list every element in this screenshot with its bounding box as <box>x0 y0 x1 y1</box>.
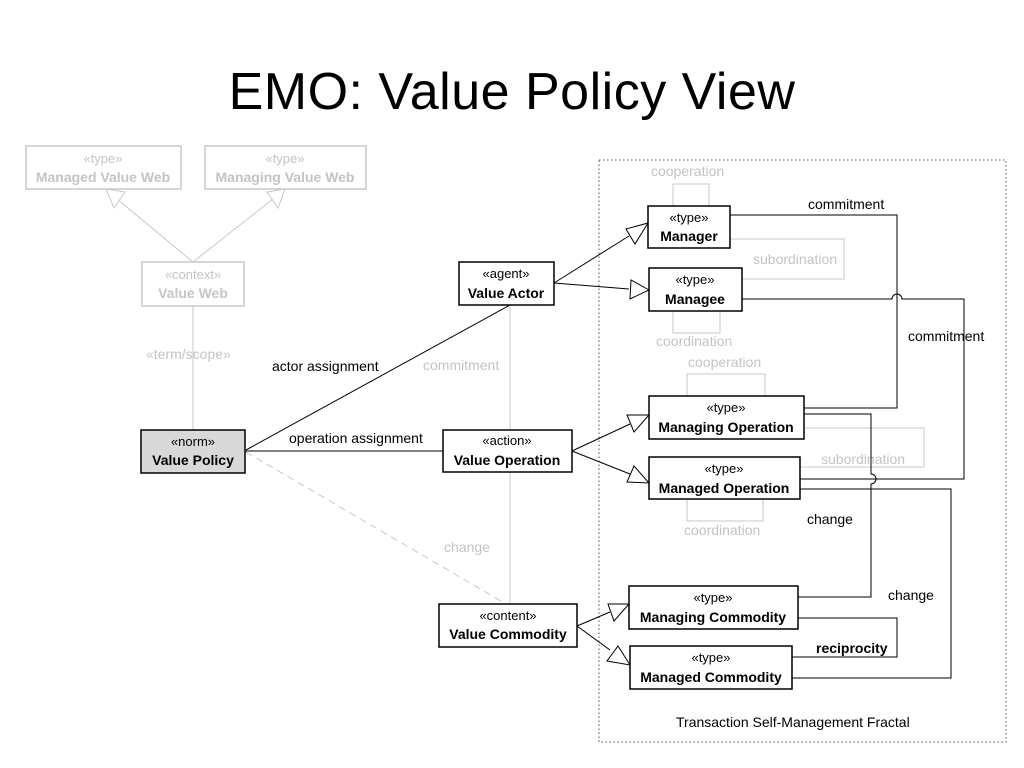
manager-stereotype: «type» <box>669 210 708 225</box>
managing-operation-box <box>648 395 805 440</box>
change-center-label: change <box>444 539 490 555</box>
value-web-name: Value Web <box>158 285 228 301</box>
value-operation-box <box>442 429 573 473</box>
generalization-line <box>576 625 611 651</box>
commitment-right-label: commitment <box>908 328 984 344</box>
generalization-line <box>553 282 630 290</box>
value-operation-stereotype: «action» <box>482 433 531 448</box>
managed-commodity-box <box>629 645 793 690</box>
managing-value-web-box <box>204 145 367 190</box>
managed-value-web-box <box>25 145 182 190</box>
generalization-line <box>571 423 631 452</box>
value-actor-name: Value Actor <box>468 285 545 301</box>
generalization-line <box>553 235 630 284</box>
value-commodity-name: Value Commodity <box>449 626 567 642</box>
manager-name: Manager <box>660 228 718 244</box>
commitment-center-label: commitment <box>423 357 499 373</box>
managed-value-web-stereotype: «type» <box>83 151 122 166</box>
managing-value-web-name: Managing Value Web <box>216 169 355 185</box>
managed-value-web-name: Managed Value Web <box>36 169 170 185</box>
fractal-label: Transaction Self-Management Fractal <box>676 714 910 730</box>
faded-loops <box>672 183 925 522</box>
managing-commodity-name: Managing Commodity <box>640 609 786 625</box>
change-managed-line <box>792 488 952 679</box>
managing-commodity-box <box>628 585 799 630</box>
fractal-frame <box>598 159 1007 743</box>
generalization-arrowhead <box>629 279 651 300</box>
generalization-arrowhead <box>105 188 126 210</box>
cooperation-top-label: cooperation <box>651 163 724 179</box>
coordination-top-label: coordination <box>656 333 732 349</box>
managed-operation-box <box>648 456 801 500</box>
value-policy-box <box>140 429 246 474</box>
value-web-box <box>141 261 245 307</box>
change-mid-label: change <box>807 511 853 527</box>
managee-name: Managee <box>665 291 725 307</box>
change-managing-line <box>798 413 877 598</box>
commitment-manager-line <box>730 214 898 409</box>
commitment-top-label: commitment <box>808 196 884 212</box>
managing-operation-name: Managing Operation <box>658 419 793 435</box>
managee-box <box>648 267 743 312</box>
generalization-arrowhead <box>626 414 651 433</box>
coordination-mid-loop <box>686 499 764 522</box>
policy-commodity-dashed-line <box>245 451 507 605</box>
generalization-arrowhead <box>607 603 631 622</box>
generalization-arrowhead <box>606 645 632 666</box>
managed-operation-name: Managed Operation <box>659 480 790 496</box>
value-commodity-stereotype: «content» <box>479 608 536 623</box>
value-web-hierarchy: «term/scope» «type» Managed Value Web «t… <box>25 145 367 430</box>
subordination-top-loop <box>730 238 845 280</box>
slide-title: EMO: Value Policy View <box>228 63 796 121</box>
value-actor-stereotype: «agent» <box>483 266 530 281</box>
value-operation-name: Value Operation <box>454 452 561 468</box>
managing-commodity-stereotype: «type» <box>693 590 732 605</box>
generalization-arrowhead <box>266 188 286 210</box>
commitment-managee-line <box>742 293 965 480</box>
subordination-mid-loop <box>800 427 925 468</box>
coordination-top-loop <box>672 311 721 334</box>
value-policy-name: Value Policy <box>152 452 234 468</box>
managing-operation-stereotype: «type» <box>706 400 745 415</box>
generalization-line <box>192 198 274 263</box>
reciprocity-label: reciprocity <box>816 640 888 656</box>
change-right-label: change <box>888 587 934 603</box>
managed-operation-stereotype: «type» <box>704 461 743 476</box>
actor-assignment-line <box>245 304 511 451</box>
value-commodity-box <box>438 603 578 648</box>
value-actor-box <box>458 261 555 306</box>
cooperation-mid-label: cooperation <box>688 354 761 370</box>
value-web-stereotype: «context» <box>165 267 221 282</box>
managed-commodity-stereotype: «type» <box>691 650 730 665</box>
cooperation-top-loop <box>672 183 710 206</box>
reciprocity-line <box>792 617 898 658</box>
managed-commodity-name: Managed Commodity <box>640 669 782 685</box>
generalization-line <box>116 198 194 263</box>
coordination-mid-label: coordination <box>684 522 760 538</box>
term-scope-label: «term/scope» <box>146 346 231 362</box>
managee-stereotype: «type» <box>675 272 714 287</box>
actor-assignment-label: actor assignment <box>272 358 379 374</box>
manager-box <box>647 205 731 249</box>
generalization-arrowhead <box>626 465 651 484</box>
operation-assignment-label: operation assignment <box>289 430 423 446</box>
subordination-top-label: subordination <box>753 251 837 267</box>
managing-value-web-stereotype: «type» <box>265 151 304 166</box>
subordination-mid-label: subordination <box>821 451 905 467</box>
generalization-line <box>571 450 631 475</box>
generalization-line <box>576 611 611 627</box>
cooperation-mid-loop <box>686 373 766 396</box>
generalization-arrowhead <box>625 222 650 245</box>
value-policy-stereotype: «norm» <box>171 434 215 449</box>
